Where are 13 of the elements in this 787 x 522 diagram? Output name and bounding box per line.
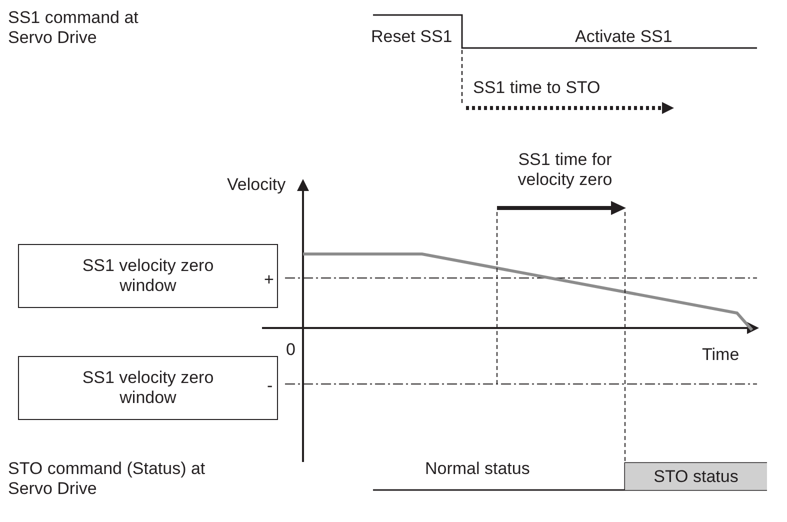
state-label: Normal status xyxy=(425,459,530,479)
status-box: STO status xyxy=(625,463,767,490)
axis-label: Time xyxy=(702,345,740,365)
signal-label: STO command (Status) at Servo Drive xyxy=(8,459,206,499)
axis-label: Velocity xyxy=(227,175,286,195)
duration-label: SS1 time for velocity zero xyxy=(516,150,614,190)
axis-label: 0 xyxy=(286,340,296,360)
sign-label: - xyxy=(267,376,273,396)
signal-label: SS1 command at Servo Drive xyxy=(8,8,140,48)
state-label: Reset SS1 xyxy=(371,27,452,47)
state-label: Activate SS1 xyxy=(575,27,672,47)
duration-label: SS1 time to STO xyxy=(473,78,600,98)
sign-label: + xyxy=(264,270,274,290)
